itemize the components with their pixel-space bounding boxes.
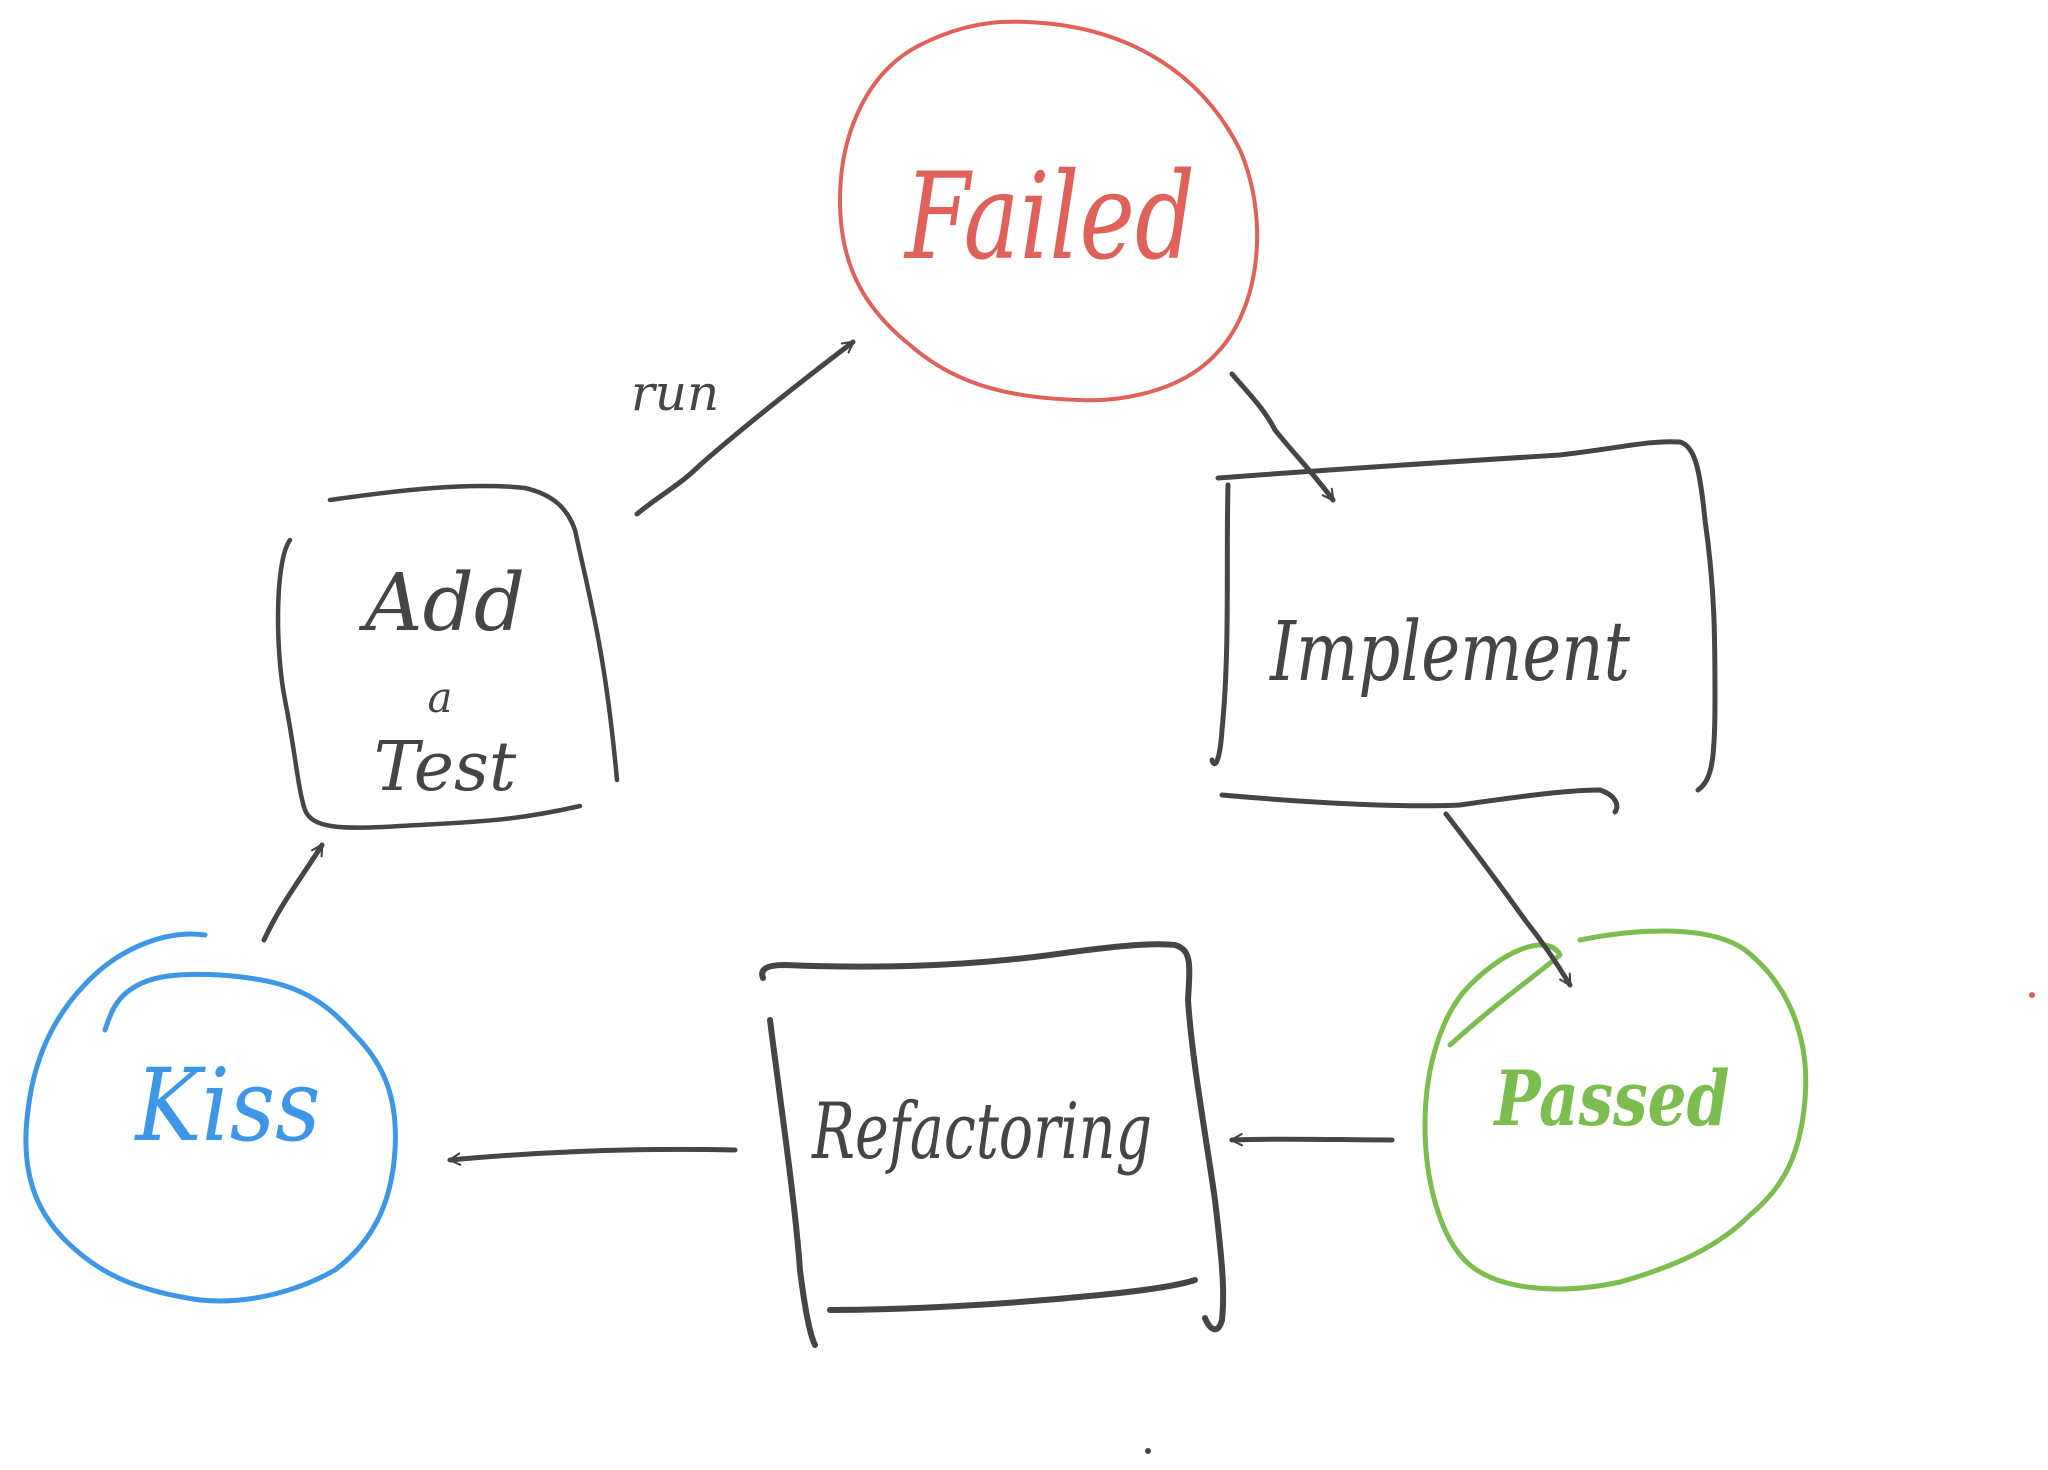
node-failed: Failed [838, 19, 1260, 403]
failed-circle [838, 19, 1260, 403]
add-test-label-line1: Add [358, 556, 525, 649]
add-test-label-line3: Test [374, 728, 517, 807]
refactoring-box [759, 941, 1227, 1348]
implement-box [1209, 439, 1718, 815]
edge-run-label: run [631, 364, 719, 422]
edge-implement-to-passed [1443, 811, 1573, 985]
node-refactoring: Refactoring [759, 941, 1227, 1348]
stray-dot-gray [1145, 1448, 1151, 1454]
edges: run [261, 339, 1573, 1160]
kiss-circle [23, 931, 398, 1304]
edge-refactoring-to-kiss [450, 1146, 738, 1160]
stray-dot-red [2029, 992, 2035, 998]
add-test-box [275, 483, 620, 830]
node-passed: Passed [1422, 928, 1809, 1292]
passed-circle [1422, 928, 1809, 1292]
implement-label: Implement [1268, 605, 1630, 700]
edge-failed-to-implement [1229, 371, 1336, 503]
kiss-label: Kiss [134, 1047, 321, 1164]
failed-label: Failed [903, 148, 1195, 287]
refactoring-label: Refactoring [811, 1087, 1152, 1177]
edge-passed-to-refactoring [1232, 1139, 1395, 1140]
edge-add-test-to-failed [634, 339, 856, 517]
edge-kiss-to-add-test [261, 842, 325, 943]
passed-label: Passed [1493, 1054, 1730, 1143]
add-test-label-line2: a [427, 673, 452, 722]
node-kiss: Kiss [23, 931, 398, 1304]
node-implement: Implement [1209, 439, 1718, 815]
node-add-test: Add a Test [275, 483, 620, 830]
